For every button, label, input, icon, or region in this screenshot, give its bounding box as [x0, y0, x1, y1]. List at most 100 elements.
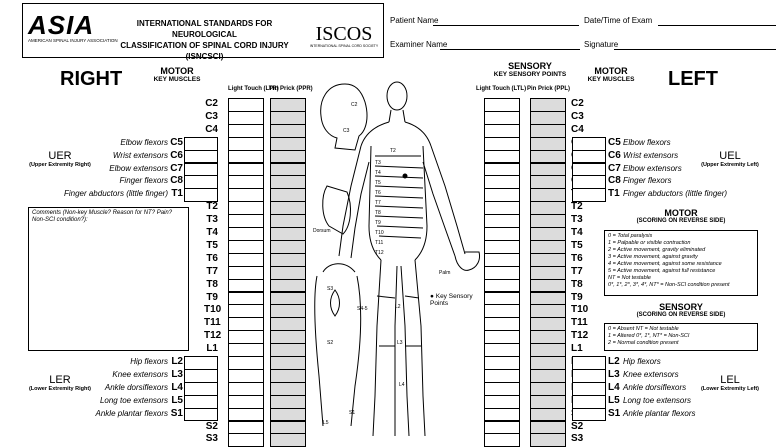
right-pin-prick-t9[interactable]	[270, 291, 306, 306]
left-pin-prick-s3[interactable]	[530, 433, 566, 447]
right-pin-prick-l3[interactable]	[270, 368, 306, 383]
right-motor-s1[interactable]	[184, 407, 218, 422]
right-motor-l4[interactable]	[184, 381, 218, 396]
right-light-touch-c3[interactable]	[228, 110, 264, 125]
left-pin-prick-c5[interactable]	[530, 136, 566, 151]
left-light-touch-t4[interactable]	[484, 227, 520, 241]
right-light-touch-t2[interactable]	[228, 201, 264, 216]
right-motor-l5[interactable]	[184, 394, 218, 409]
left-pin-prick-t12[interactable]	[530, 330, 566, 345]
right-motor-c8[interactable]	[184, 175, 218, 190]
right-pin-prick-s2[interactable]	[270, 420, 306, 435]
right-pin-prick-t6[interactable]	[270, 252, 306, 267]
left-light-touch-t12[interactable]	[484, 330, 520, 345]
left-pin-prick-c3[interactable]	[530, 110, 566, 125]
right-light-touch-t7[interactable]	[228, 265, 264, 280]
right-pin-prick-t4[interactable]	[270, 227, 306, 241]
examiner-name-field[interactable]	[440, 49, 580, 50]
left-light-touch-l4[interactable]	[484, 381, 520, 396]
left-pin-prick-t5[interactable]	[530, 239, 566, 254]
left-pin-prick-c8[interactable]	[530, 175, 566, 190]
right-pin-prick-l4[interactable]	[270, 381, 306, 396]
right-light-touch-t10[interactable]	[228, 304, 264, 319]
left-motor-c7[interactable]	[572, 162, 606, 177]
left-pin-prick-t2[interactable]	[530, 201, 566, 216]
right-light-touch-t12[interactable]	[228, 330, 264, 345]
left-pin-prick-t3[interactable]	[530, 214, 566, 228]
right-pin-prick-c2[interactable]	[270, 98, 306, 112]
right-light-touch-t1[interactable]	[228, 188, 264, 203]
left-light-touch-s2[interactable]	[484, 420, 520, 435]
right-light-touch-t6[interactable]	[228, 252, 264, 267]
left-light-touch-l2[interactable]	[484, 356, 520, 370]
right-light-touch-t5[interactable]	[228, 239, 264, 254]
right-motor-l3[interactable]	[184, 368, 218, 383]
left-motor-l4[interactable]	[572, 381, 606, 396]
left-light-touch-c8[interactable]	[484, 175, 520, 190]
right-pin-prick-c6[interactable]	[270, 149, 306, 164]
patient-name-field[interactable]	[433, 25, 579, 26]
left-light-touch-t8[interactable]	[484, 278, 520, 293]
right-light-touch-s2[interactable]	[228, 420, 264, 435]
right-pin-prick-t8[interactable]	[270, 278, 306, 293]
right-pin-prick-s3[interactable]	[270, 433, 306, 447]
left-pin-prick-l2[interactable]	[530, 356, 566, 370]
left-pin-prick-t9[interactable]	[530, 291, 566, 306]
right-pin-prick-c5[interactable]	[270, 136, 306, 151]
left-light-touch-s3[interactable]	[484, 433, 520, 447]
right-light-touch-t8[interactable]	[228, 278, 264, 293]
left-pin-prick-s2[interactable]	[530, 420, 566, 435]
left-light-touch-l1[interactable]	[484, 343, 520, 357]
left-light-touch-c4[interactable]	[484, 123, 520, 138]
left-light-touch-t6[interactable]	[484, 252, 520, 267]
left-motor-l2[interactable]	[572, 356, 606, 370]
left-pin-prick-c2[interactable]	[530, 98, 566, 112]
right-pin-prick-c7[interactable]	[270, 162, 306, 177]
left-light-touch-t11[interactable]	[484, 317, 520, 332]
right-pin-prick-l2[interactable]	[270, 356, 306, 370]
right-pin-prick-l1[interactable]	[270, 343, 306, 357]
right-light-touch-c6[interactable]	[228, 149, 264, 164]
right-motor-c7[interactable]	[184, 162, 218, 177]
right-light-touch-c2[interactable]	[228, 98, 264, 112]
right-light-touch-l1[interactable]	[228, 343, 264, 357]
right-light-touch-t9[interactable]	[228, 291, 264, 306]
left-pin-prick-l5[interactable]	[530, 394, 566, 409]
right-pin-prick-t1[interactable]	[270, 188, 306, 203]
left-motor-t1[interactable]	[572, 188, 606, 203]
left-pin-prick-t10[interactable]	[530, 304, 566, 319]
right-pin-prick-l5[interactable]	[270, 394, 306, 409]
left-pin-prick-l4[interactable]	[530, 381, 566, 396]
left-pin-prick-t6[interactable]	[530, 252, 566, 267]
left-motor-c6[interactable]	[572, 149, 606, 164]
left-pin-prick-s1[interactable]	[530, 407, 566, 422]
left-motor-l5[interactable]	[572, 394, 606, 409]
left-light-touch-c2[interactable]	[484, 98, 520, 112]
right-pin-prick-t10[interactable]	[270, 304, 306, 319]
left-pin-prick-t8[interactable]	[530, 278, 566, 293]
right-motor-c6[interactable]	[184, 149, 218, 164]
left-pin-prick-c4[interactable]	[530, 123, 566, 138]
right-pin-prick-t5[interactable]	[270, 239, 306, 254]
left-light-touch-t3[interactable]	[484, 214, 520, 228]
left-motor-c8[interactable]	[572, 175, 606, 190]
right-light-touch-c4[interactable]	[228, 123, 264, 138]
right-motor-t1[interactable]	[184, 188, 218, 203]
left-motor-c5[interactable]	[572, 136, 606, 151]
left-light-touch-c5[interactable]	[484, 136, 520, 151]
right-pin-prick-t3[interactable]	[270, 214, 306, 228]
left-light-touch-c3[interactable]	[484, 110, 520, 125]
left-light-touch-l3[interactable]	[484, 368, 520, 383]
exam-datetime-field[interactable]	[658, 25, 776, 26]
left-motor-l3[interactable]	[572, 368, 606, 383]
right-light-touch-s3[interactable]	[228, 433, 264, 447]
right-light-touch-c7[interactable]	[228, 162, 264, 177]
right-light-touch-t3[interactable]	[228, 214, 264, 228]
right-pin-prick-t11[interactable]	[270, 317, 306, 332]
right-light-touch-t11[interactable]	[228, 317, 264, 332]
left-light-touch-c6[interactable]	[484, 149, 520, 164]
left-motor-s1[interactable]	[572, 407, 606, 422]
left-pin-prick-t1[interactable]	[530, 188, 566, 203]
right-light-touch-c8[interactable]	[228, 175, 264, 190]
left-light-touch-t2[interactable]	[484, 201, 520, 216]
